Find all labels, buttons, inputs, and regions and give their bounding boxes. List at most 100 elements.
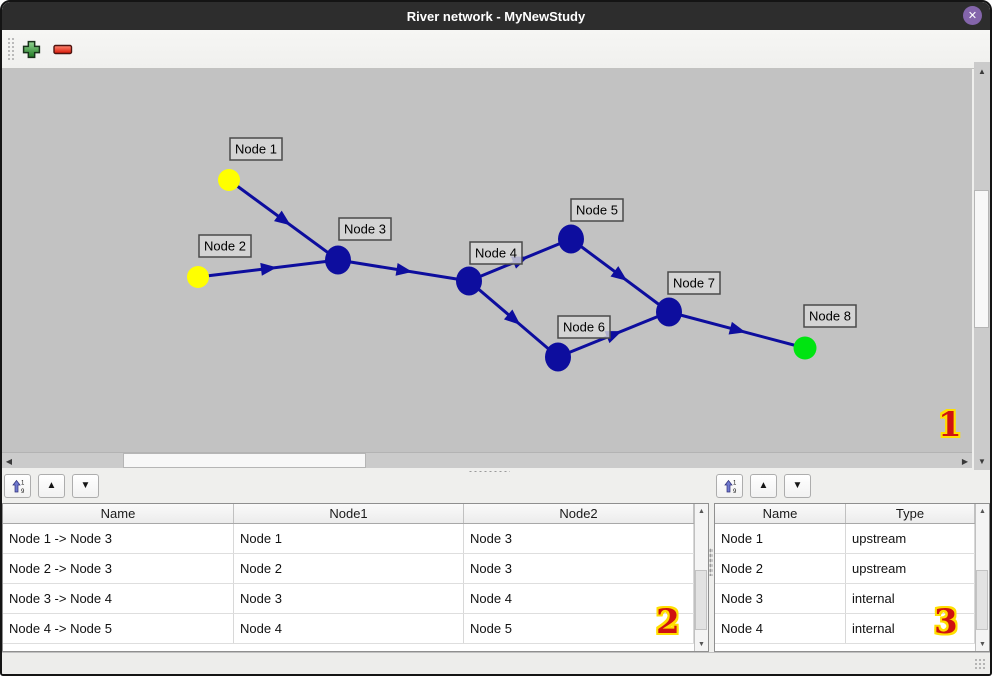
network-node[interactable]	[558, 224, 584, 254]
links-table-scrollbar[interactable]: ▲ ▼	[694, 504, 708, 651]
node-label[interactable]: Node 3	[338, 217, 392, 241]
node-label-text: Node 3	[344, 222, 386, 237]
move-down-button[interactable]: ▼	[784, 474, 811, 498]
table-cell[interactable]: Node 3	[715, 584, 846, 613]
table-cell[interactable]: Node 4	[715, 614, 846, 643]
tables-splitter[interactable]	[709, 548, 713, 576]
move-down-button[interactable]: ▼	[72, 474, 99, 498]
column-header-type[interactable]: Type	[846, 504, 975, 523]
table-cell[interactable]: Node 1 -> Node 3	[3, 524, 234, 553]
table-cell[interactable]: Node 1	[715, 524, 846, 553]
scroll-down-button[interactable]: ▼	[695, 638, 708, 650]
titlebar[interactable]: River network - MyNewStudy ✕	[2, 2, 990, 30]
node-label-box	[667, 271, 721, 295]
table-cell[interactable]: Node 2	[234, 554, 464, 583]
table-cell[interactable]: Node 3	[464, 524, 694, 553]
node-label[interactable]: Node 6	[557, 315, 611, 339]
down-arrow-icon: ▼	[698, 640, 705, 648]
table-cell[interactable]: Node 5	[464, 614, 694, 643]
table-cell[interactable]: upstream	[846, 524, 975, 553]
node-label[interactable]: Node 2	[198, 234, 252, 258]
main-toolbar	[2, 30, 990, 69]
scroll-down-button[interactable]: ▼	[975, 454, 989, 468]
sort-button[interactable]: 1 9	[716, 474, 743, 498]
sort-button[interactable]: 1 9	[4, 474, 31, 498]
table-cell[interactable]: Node 1	[234, 524, 464, 553]
scroll-left-button[interactable]: ◀	[2, 454, 16, 468]
toolbar-grip[interactable]	[7, 37, 15, 61]
scroll-right-button[interactable]: ▶	[958, 454, 972, 468]
svg-text:1: 1	[733, 481, 737, 487]
node-label[interactable]: Node 5	[570, 198, 624, 222]
sort-ascending-icon: 1 9	[12, 479, 25, 494]
network-node[interactable]	[656, 297, 682, 327]
scroll-up-button[interactable]: ▲	[695, 505, 708, 517]
remove-node-button[interactable]	[51, 37, 75, 61]
table-cell[interactable]: upstream	[846, 554, 975, 583]
edge-arrow-icon	[728, 321, 746, 335]
node-label[interactable]: Node 1	[229, 137, 283, 161]
table-cell[interactable]: Node 2	[715, 554, 846, 583]
network-node[interactable]	[456, 266, 482, 296]
table-cell[interactable]: Node 4 -> Node 5	[3, 614, 234, 643]
table-cell[interactable]: internal	[846, 614, 975, 643]
add-node-button[interactable]	[19, 37, 43, 61]
node-label[interactable]: Node 4	[469, 241, 523, 265]
move-up-button[interactable]: ▲	[38, 474, 65, 498]
close-button[interactable]: ✕	[963, 6, 982, 25]
table-scroll-thumb[interactable]	[976, 570, 988, 630]
network-node[interactable]	[793, 336, 817, 360]
node-label-text: Node 5	[576, 203, 618, 218]
column-header-node1[interactable]: Node1	[234, 504, 464, 523]
table-cell[interactable]: Node 3	[464, 554, 694, 583]
network-node[interactable]	[545, 342, 571, 372]
node-label-box	[803, 304, 857, 328]
svg-text:1: 1	[21, 481, 25, 487]
svg-text:9: 9	[733, 489, 737, 494]
resize-grip[interactable]	[974, 658, 987, 671]
annotation-1: 1	[938, 405, 962, 445]
network-node[interactable]	[187, 266, 209, 288]
node-label[interactable]: Node 7	[667, 271, 721, 295]
canvas-tables-splitter[interactable]	[468, 470, 510, 473]
network-canvas[interactable]: Node 1 Node 2 Node 3 Node 4 Node 5 Node 6 Node…	[2, 69, 972, 452]
move-up-button[interactable]: ▲	[750, 474, 777, 498]
table-cell[interactable]: Node 3	[234, 584, 464, 613]
horizontal-scroll-thumb[interactable]	[123, 453, 366, 468]
canvas-vertical-scrollbar[interactable]: ▲ ▼	[974, 62, 990, 470]
table-cell[interactable]: internal	[846, 584, 975, 613]
table-cell[interactable]: Node 3 -> Node 4	[3, 584, 234, 613]
sort-ascending-icon: 1 9	[724, 479, 737, 494]
vertical-scroll-thumb[interactable]	[974, 190, 989, 328]
column-header-node2[interactable]: Node2	[464, 504, 694, 523]
nodes-table-scrollbar[interactable]: ▲ ▼	[975, 504, 989, 651]
node-label[interactable]: Node 8	[803, 304, 857, 328]
network-node[interactable]	[218, 169, 240, 191]
table-cell[interactable]: Node 4	[464, 584, 694, 613]
scroll-down-button[interactable]: ▼	[976, 638, 989, 650]
table-cell[interactable]: Node 4	[234, 614, 464, 643]
edge-arrow-icon	[395, 262, 413, 276]
canvas-horizontal-scrollbar[interactable]: ◀ ▶	[2, 452, 972, 468]
scroll-up-button[interactable]: ▲	[976, 505, 989, 517]
down-arrow-icon: ▼	[978, 456, 986, 466]
column-header-name[interactable]: Name	[3, 504, 234, 523]
right-arrow-icon: ▶	[961, 456, 969, 466]
network-node[interactable]	[325, 245, 351, 275]
table-cell[interactable]: Node 2 -> Node 3	[3, 554, 234, 583]
scroll-up-button[interactable]: ▲	[975, 64, 989, 78]
column-header-name[interactable]: Name	[715, 504, 846, 523]
node-label-box	[229, 137, 283, 161]
table-scroll-thumb[interactable]	[695, 570, 707, 630]
